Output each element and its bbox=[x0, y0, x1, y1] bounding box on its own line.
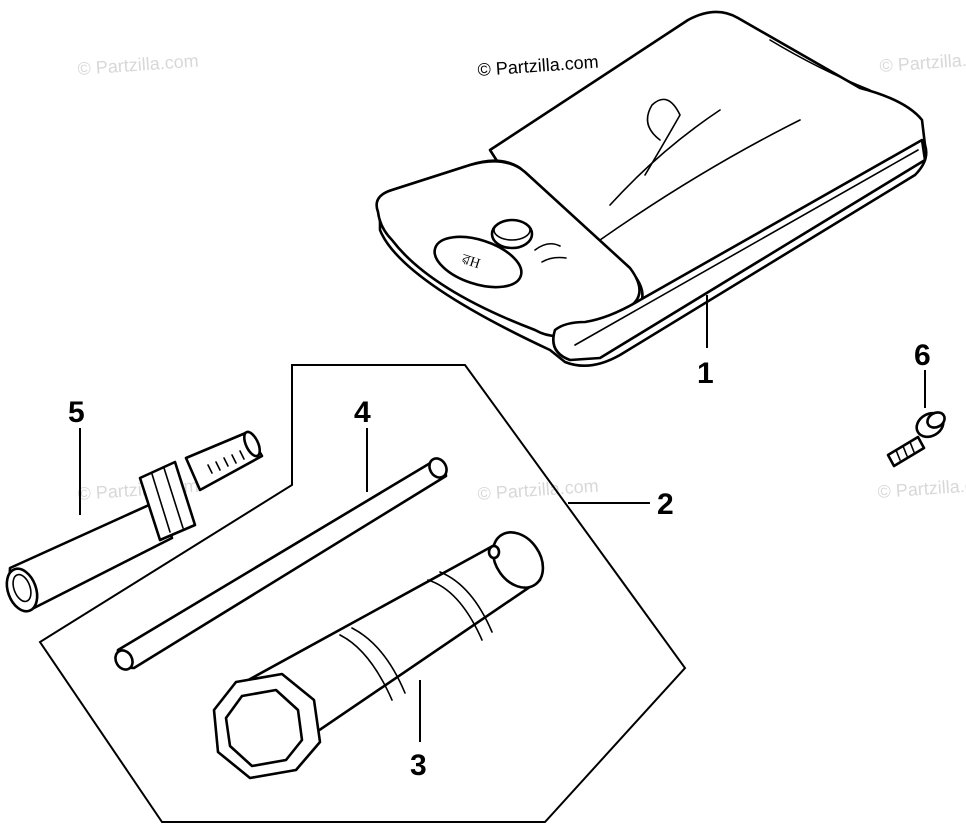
callout-3[interactable]: 3 bbox=[410, 749, 427, 782]
callout-2[interactable]: 2 bbox=[657, 488, 674, 521]
watermark-top-left: © Partzilla.com bbox=[77, 51, 199, 79]
adjuster-tool[interactable] bbox=[1, 430, 264, 616]
callout-1[interactable]: 1 bbox=[697, 357, 714, 390]
callout-4[interactable]: 4 bbox=[354, 396, 371, 429]
wrench-handle[interactable] bbox=[112, 455, 450, 672]
bag-logo bbox=[433, 235, 523, 289]
callout-6[interactable]: 6 bbox=[914, 339, 931, 372]
spark-plug-wrench[interactable] bbox=[212, 523, 553, 780]
watermark-main: © Partzilla.com bbox=[477, 52, 599, 80]
bag-logo-text: ৱH bbox=[459, 252, 482, 272]
watermark-top-right: © Partzilla.com bbox=[879, 48, 966, 76]
watermark-center: © Partzilla.com bbox=[477, 476, 599, 504]
screw[interactable] bbox=[886, 408, 948, 468]
tool-set-boundary bbox=[38, 364, 687, 823]
tool-bag[interactable]: ৱH bbox=[375, 10, 928, 368]
callout-5[interactable]: 5 bbox=[68, 396, 85, 429]
watermark-right: © Partzilla.com bbox=[877, 474, 966, 502]
